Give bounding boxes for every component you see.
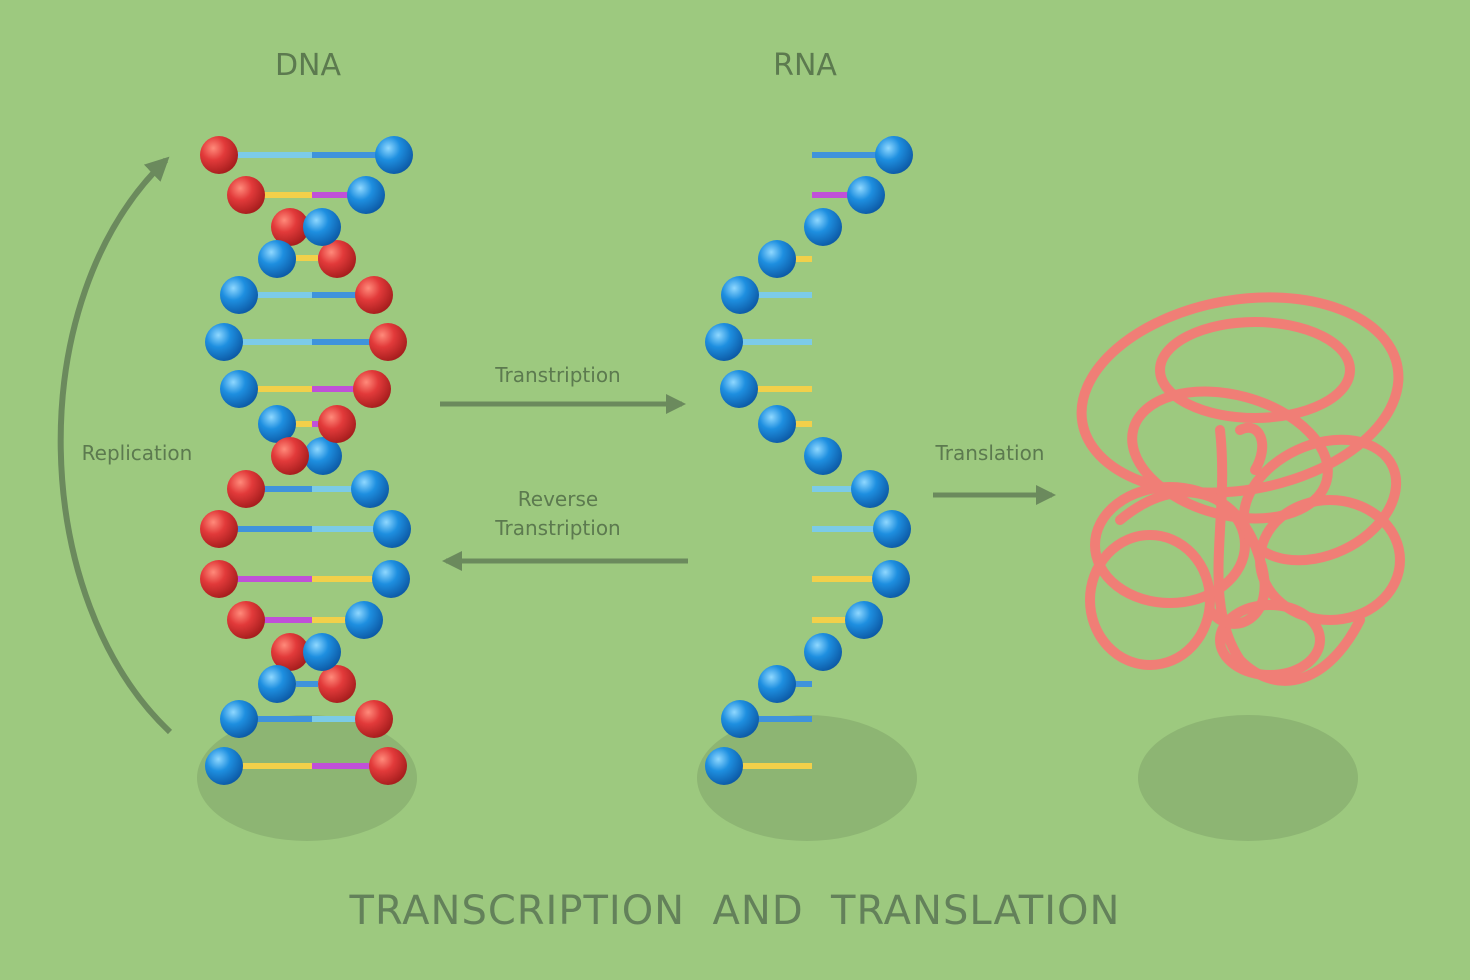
replication-arrow: [57, 156, 173, 735]
dna-title: DNA: [274, 48, 342, 83]
rna-shadow: [697, 715, 917, 841]
reverse-transcription-label: Reverse Transtription: [495, 487, 621, 540]
dna-shadow: [197, 715, 417, 841]
translation-label: Translation: [935, 441, 1045, 465]
rna-title: RNA: [773, 48, 837, 83]
replication-label: Replication: [81, 441, 193, 465]
rna-single-strand-icon: [705, 136, 913, 785]
dna-double-helix-icon: [200, 136, 413, 785]
transcription-label: Transtription: [495, 363, 621, 387]
folded-protein-icon: [1076, 292, 1405, 686]
protein-shadow: [1138, 715, 1358, 841]
main-title: TRANSCRIPTION AND TRANSLATION: [349, 888, 1121, 934]
